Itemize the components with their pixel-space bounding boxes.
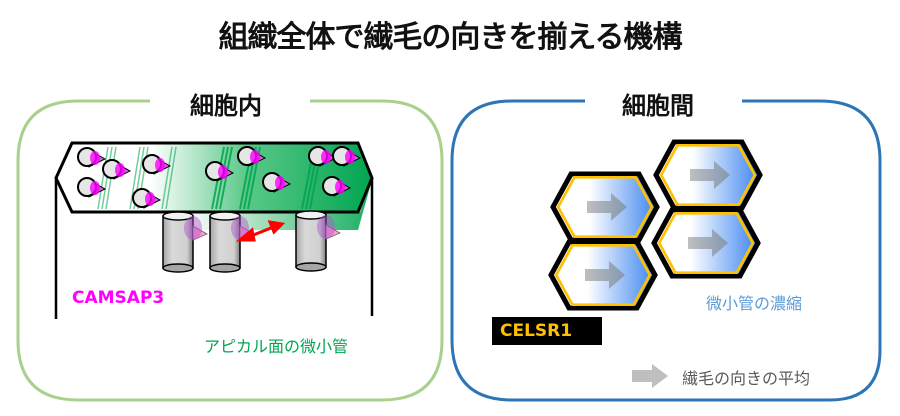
cilia-direction-arrow (690, 161, 730, 189)
cell-hexagon (550, 171, 660, 243)
cell-hexagon (651, 207, 761, 279)
basal-body (77, 177, 107, 198)
intracellular-panel-border (16, 99, 444, 402)
cilia (162, 210, 341, 273)
interaction-arrow (235, 220, 286, 242)
basal-body (322, 176, 352, 197)
cilia-direction-arrow (688, 229, 728, 257)
cilium (162, 211, 208, 273)
cell-hexagons (548, 139, 763, 311)
camsap3-label: CAMSAP3 (72, 288, 165, 308)
diagram-title: 組織全体で繊毛の向きを揃える機構 (218, 20, 682, 55)
intercellular-panel-border (450, 99, 882, 402)
celsr1-label: CELSR1 (492, 317, 602, 345)
basal-body (262, 172, 292, 193)
basal-body (332, 146, 362, 167)
apical-microtubules-label: アピカル面の微小管 (204, 337, 349, 356)
basal-bodies (77, 146, 362, 209)
legend-arrow-icon (632, 364, 668, 388)
basal-body (237, 146, 267, 167)
basal-body (205, 161, 235, 182)
basal-body (142, 154, 172, 175)
basal-body (132, 188, 162, 209)
intracellular-panel-title: 細胞内 (176, 86, 276, 121)
microtubule-enrichment-label: 微小管の濃縮 (706, 294, 803, 313)
cilium (295, 210, 341, 272)
intercellular-panel-title: 細胞間 (608, 86, 708, 121)
legend-label: 繊毛の向きの平均 (682, 369, 811, 388)
cilia-direction-arrow (587, 193, 627, 221)
basal-body (77, 147, 107, 168)
basal-body (308, 146, 338, 167)
cell-hexagon (548, 239, 658, 311)
cilia-direction-arrow (585, 261, 625, 289)
basal-body (102, 159, 132, 180)
cilium (209, 211, 255, 273)
cell-hexagon (653, 139, 763, 211)
